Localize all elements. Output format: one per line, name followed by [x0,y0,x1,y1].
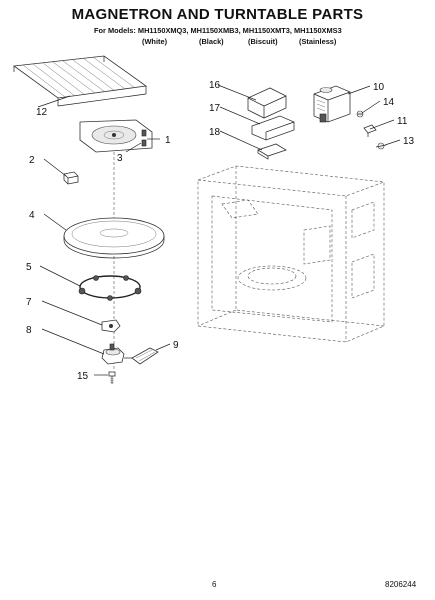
motor-screw [108,371,116,384]
callout-1: 1 [165,135,171,146]
page-number: 6 [212,580,217,589]
microwave-cavity [197,165,385,343]
small-plate [257,143,287,160]
callout-3: 3 [117,153,123,164]
wire-rack [12,55,148,107]
magnetron [313,85,351,123]
leader-lines [37,84,401,376]
callout-7: 7 [26,297,32,308]
callout-4: 4 [29,210,35,221]
screw-13 [375,142,387,150]
page-title: MAGNETRON AND TURNTABLE PARTS [71,6,364,23]
callout-16: 16 [209,80,221,91]
fastener-11 [363,124,377,137]
callout-13: 13 [403,136,415,147]
callout-12: 12 [36,107,48,118]
callout-15: 15 [77,371,89,382]
variant-white: (White) [142,37,168,46]
variant-black: (Black) [199,37,224,46]
callout-11: 11 [397,116,408,127]
small-plug-part [63,171,79,185]
variant-biscuit: (Biscuit) [248,37,278,46]
callout-10: 10 [373,82,385,93]
motor-wire-harness [124,347,159,365]
glass-turntable-tray [63,217,165,259]
callout-18: 18 [209,127,221,138]
callout-8: 8 [26,325,32,336]
document-number: 8206244 [385,580,417,589]
turntable-coupler [101,319,121,333]
turntable-motor [101,343,125,365]
roller-ring [78,275,142,301]
duct-part [251,115,295,141]
models-line: For Models: MH1150XMQ3, MH1150XMB3, MH11… [94,26,342,35]
model-variants: (White) (Black) (Biscuit) (Stainless) [0,37,435,49]
turntable-support-housing [79,119,153,153]
callout-14: 14 [383,97,395,108]
variant-stainless: (Stainless) [299,37,337,46]
callout-9: 9 [173,340,179,351]
callout-2: 2 [29,155,35,166]
callout-17: 17 [209,103,221,114]
mounting-bracket [247,87,287,119]
magnetron-screw-14 [356,110,364,118]
callout-5: 5 [26,262,32,273]
